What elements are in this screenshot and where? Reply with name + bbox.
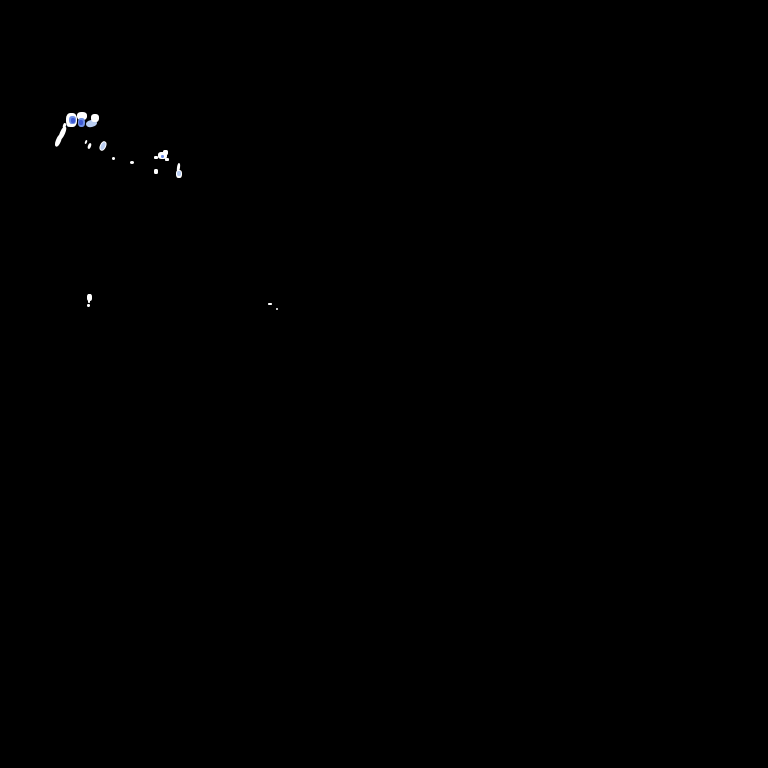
cloud-blob-cluster-tail (165, 158, 169, 161)
cloud-blob-cluster-top (163, 150, 168, 155)
cloud-blob-main-blob-mid (77, 112, 87, 120)
cloud-blob-tick-b (87, 142, 92, 150)
cloud-blob-blue-core-west-deep (71, 118, 75, 123)
cloud-blob-teardrop-core (177, 171, 181, 176)
cloud-blob-cluster-west (154, 156, 158, 159)
cloud-blob-center-dot (276, 308, 278, 310)
cloud-blob-blue-core-mid-deep (79, 120, 83, 125)
cloud-blob-tick-a (84, 139, 88, 145)
cloud-blob-main-blob-east (91, 114, 99, 122)
cloud-blob-west-blob (87, 294, 92, 301)
cloud-blob-west-blob-dot (87, 304, 90, 307)
cloud-blob-cluster-core (161, 155, 164, 158)
cloud-blob-center-dash (268, 303, 272, 305)
cloud-blob-dot-a (112, 157, 115, 160)
cloud-blob-dot-b (130, 161, 134, 164)
cloud-blob-small-blob-south (154, 169, 158, 174)
cloud-blob-west-blob-stem (88, 299, 90, 303)
cloud-blob-streak-left-b (57, 125, 68, 141)
